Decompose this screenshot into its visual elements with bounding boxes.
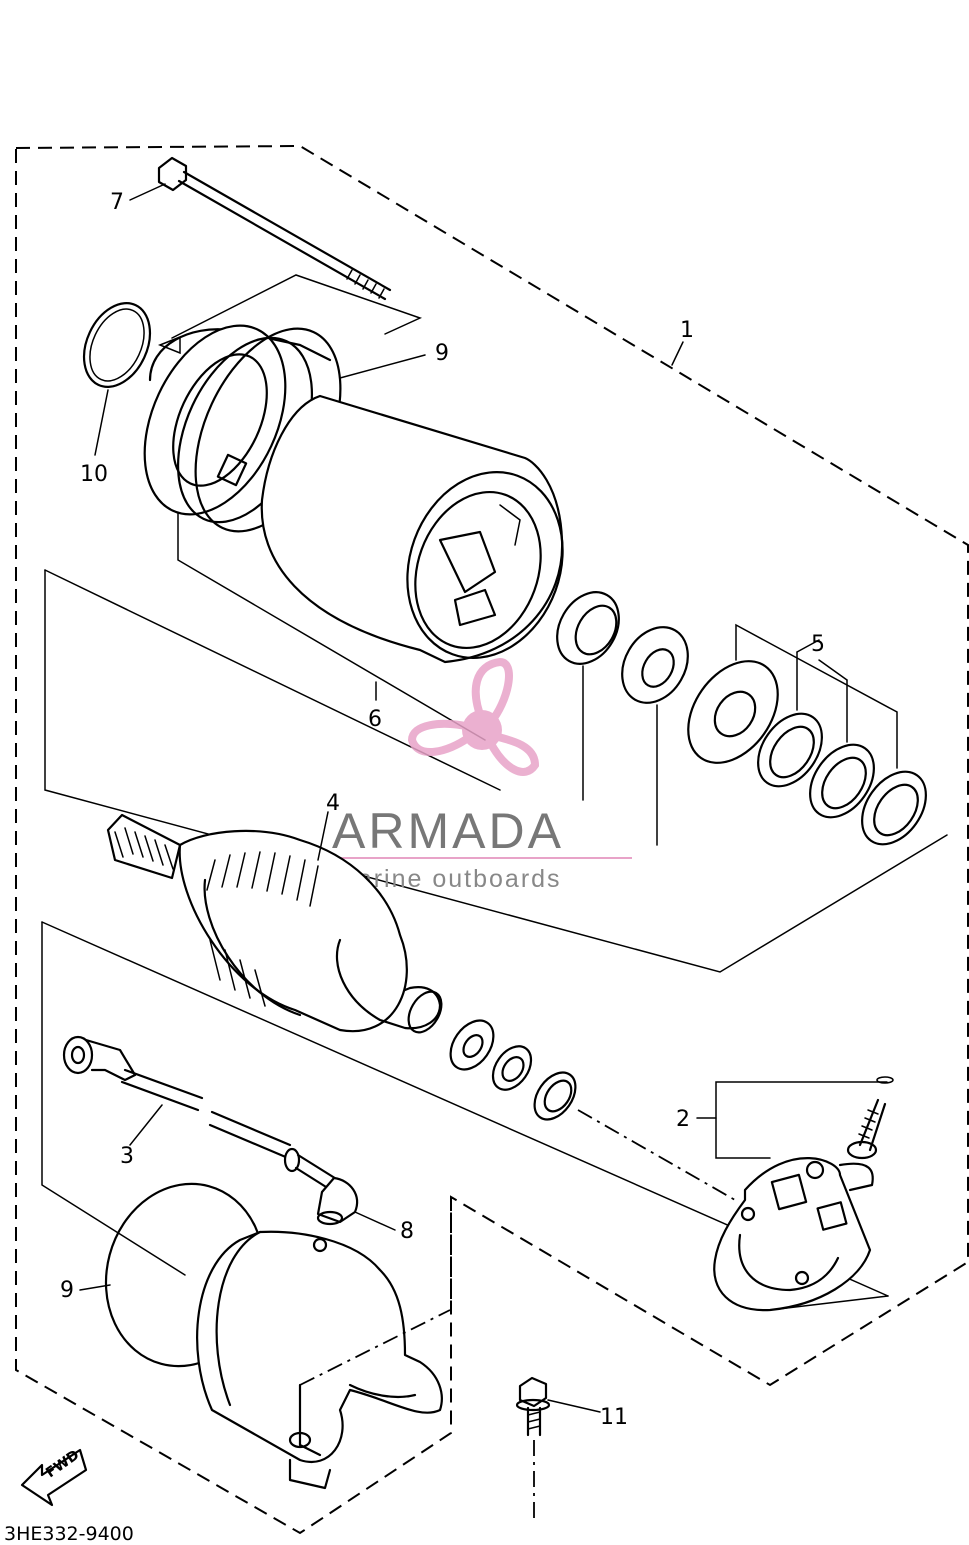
callout-11: 11 xyxy=(600,1405,628,1430)
o-ring-small xyxy=(82,302,152,388)
brush-holder-bracket xyxy=(715,1081,888,1159)
lower-group-bracket xyxy=(41,921,186,1276)
callout-10: 10 xyxy=(80,462,108,487)
terminal-lead xyxy=(62,1035,292,1160)
rear-cover-bracket xyxy=(171,274,423,339)
callout-9-lower: 9 xyxy=(60,1278,74,1303)
washer-set xyxy=(687,660,927,846)
assembly-1-boundary xyxy=(15,144,969,1535)
callout-5: 5 xyxy=(811,632,825,657)
washer-set-bracket xyxy=(735,623,898,769)
lead-wire-elbow xyxy=(283,1147,359,1226)
callout-9-upper: 9 xyxy=(435,341,449,366)
yoke-housing xyxy=(260,394,564,664)
through-bolt xyxy=(157,156,392,301)
bearing xyxy=(556,591,620,665)
armature xyxy=(106,813,443,1034)
callout-2: 2 xyxy=(676,1107,690,1132)
front-cover xyxy=(196,1230,443,1490)
watermark-brand: ARMADA xyxy=(332,803,564,859)
callout-1: 1 xyxy=(680,318,694,343)
rear-cover xyxy=(143,324,332,524)
diagram-code: 3HE332-9400 xyxy=(4,1523,134,1545)
brush-holder xyxy=(713,1098,887,1312)
flange-bolt xyxy=(515,1376,551,1437)
callout-8: 8 xyxy=(400,1219,414,1244)
callout-6: 6 xyxy=(368,707,382,732)
callout-4: 4 xyxy=(326,791,340,816)
thrust-washers xyxy=(449,1019,577,1121)
propeller-icon xyxy=(407,657,540,776)
fwd-arrow-icon: FWD xyxy=(20,1447,88,1507)
callout-7: 7 xyxy=(110,190,124,215)
oil-seal xyxy=(621,626,689,704)
callout-3: 3 xyxy=(120,1144,134,1169)
armature-group-bracket xyxy=(44,569,948,973)
